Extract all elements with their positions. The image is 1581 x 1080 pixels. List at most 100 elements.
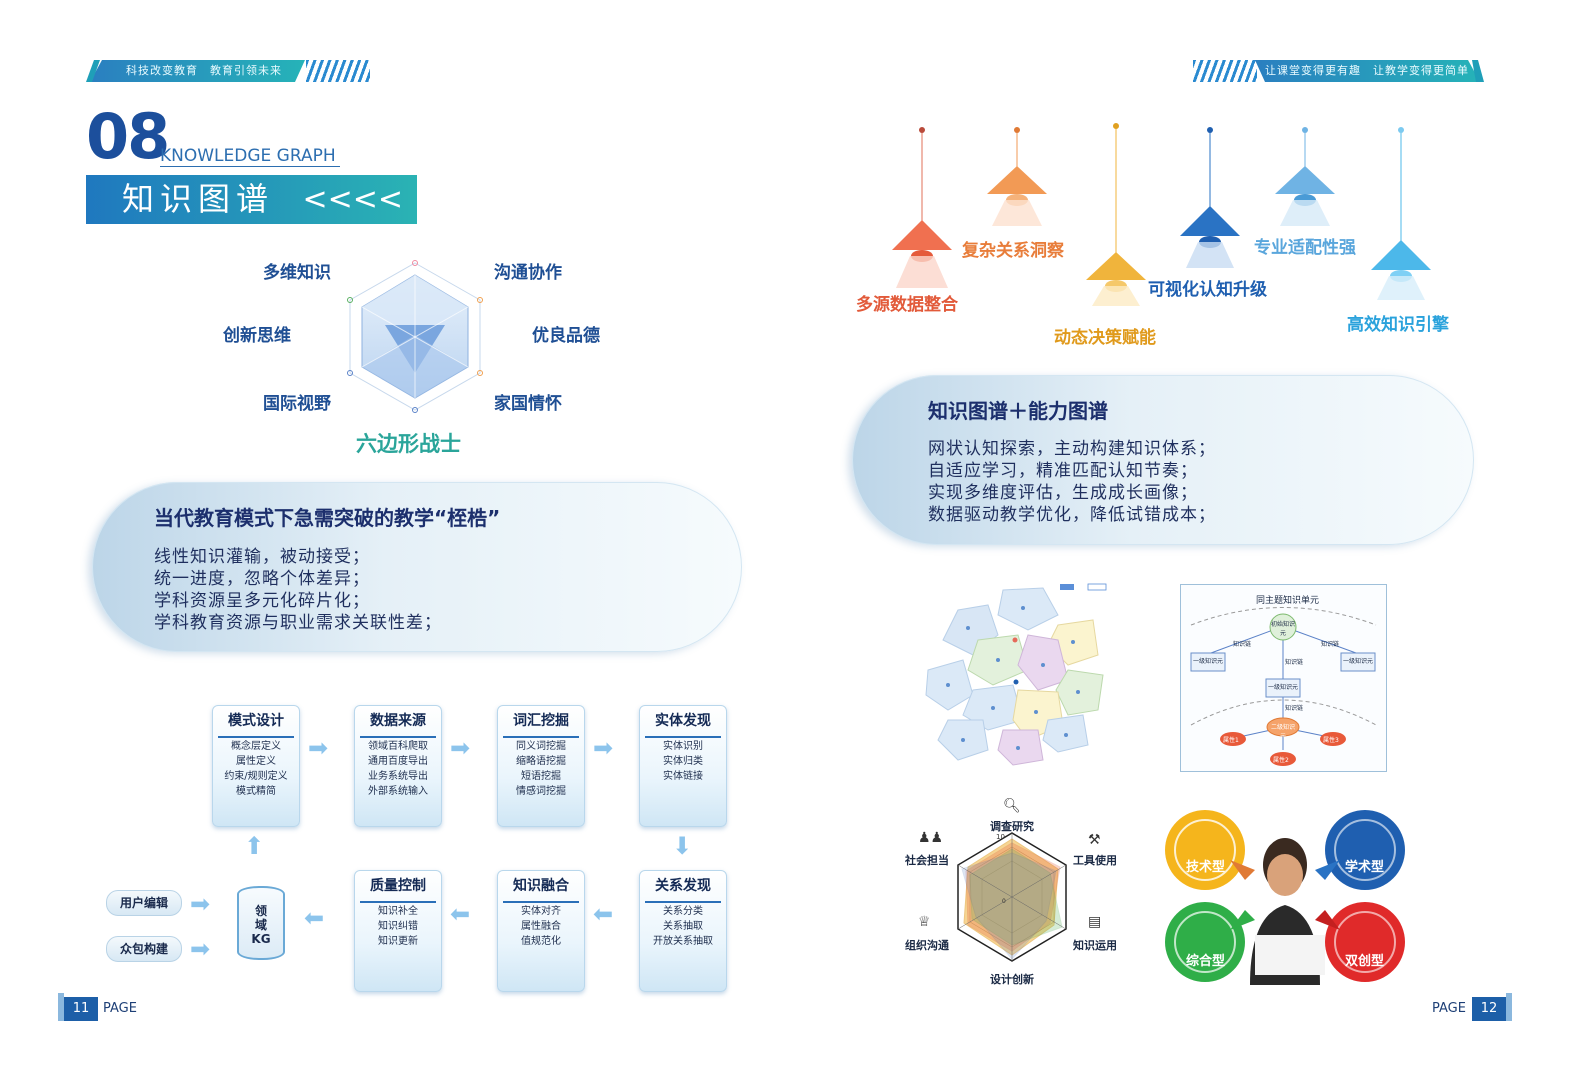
flow-box-title: 实体发现 bbox=[645, 706, 721, 738]
flow-box-line: 通用百度导出 bbox=[368, 756, 428, 767]
hex-label-1: 多维知识 bbox=[263, 263, 331, 283]
lamp-label-1: 多源数据整合 bbox=[856, 295, 958, 315]
arrow-right-icon: ➡ bbox=[190, 935, 211, 963]
arrow-down-icon: ⬇ bbox=[672, 832, 693, 860]
ability-title: 知识图谱＋能力图谱 bbox=[928, 399, 1108, 423]
source-user-edit: 用户编辑 bbox=[106, 890, 182, 916]
kg-node-l1-right: 一级知识元 bbox=[1342, 658, 1373, 665]
kg-node-l1-center: 一级知识元 bbox=[1267, 684, 1298, 691]
radar-scale-max: 10 bbox=[996, 833, 1005, 841]
kg-link: 知识链 bbox=[1285, 659, 1304, 666]
lamp-label-5: 专业适配性强 bbox=[1254, 238, 1356, 258]
flow-box-line: 情感词挖掘 bbox=[516, 786, 566, 797]
header-slogan-right: 让课堂变得更有趣 让教学变得更简单 bbox=[1265, 64, 1469, 77]
hex-label-4: 优良品德 bbox=[532, 326, 600, 346]
header-slogan-left: 科技改变教育 教育引领未来 bbox=[126, 64, 282, 77]
hex-label-3: 创新思维 bbox=[223, 326, 291, 346]
flow-box-title: 知识融合 bbox=[503, 871, 579, 903]
arrow-right-icon: ➡ bbox=[450, 734, 471, 762]
section-number: 08 bbox=[86, 100, 170, 173]
flow-box-schema-design: 模式设计 概念层定义 属性定义 约束/规则定义 模式精简 bbox=[212, 705, 300, 827]
problem-line-3: 学科资源呈多元化碎片化； bbox=[154, 591, 370, 611]
hex-label-6: 家国情怀 bbox=[494, 394, 562, 414]
kg-node-l1-left: 一级知识元 bbox=[1192, 658, 1223, 665]
ability-line-1: 网状认知探索，主动构建知识体系； bbox=[928, 439, 1216, 459]
flow-box-line: 外部系统输入 bbox=[368, 786, 428, 797]
flow-box-line: 关系分类 bbox=[663, 906, 703, 917]
arrow-right-icon: ➡ bbox=[190, 890, 211, 918]
knowledge-unit-diagram: 同主题知识单元 初始知识元 一级知识元 一级知识元 一级知识元 二级知识元 属性… bbox=[1180, 584, 1387, 772]
flow-box-title: 质量控制 bbox=[360, 871, 436, 903]
page-label-right: PAGE bbox=[1432, 1001, 1466, 1016]
radar-label-5: 组织沟通 bbox=[905, 939, 949, 952]
header-bar-right: 让课堂变得更有趣 让教学变得更简单 bbox=[1255, 60, 1480, 82]
knowledge-network-graph bbox=[925, 583, 1107, 766]
flow-box-line: 实体归类 bbox=[663, 756, 703, 767]
problem-title: 当代教育模式下急需突破的教学“桎梏” bbox=[154, 506, 501, 530]
talent-types-graphic bbox=[1165, 810, 1405, 985]
flow-box-title: 关系发现 bbox=[645, 871, 721, 903]
problem-box bbox=[92, 482, 742, 652]
page-accent-left bbox=[58, 993, 64, 1021]
ability-line-2: 自适应学习，精准匹配认知节奏； bbox=[928, 461, 1198, 481]
flow-box-title: 数据来源 bbox=[360, 706, 436, 738]
people-icon: ♟♟ bbox=[918, 830, 944, 846]
flow-box-line: 属性融合 bbox=[521, 921, 561, 932]
flow-box-line: 领域百科爬取 bbox=[368, 741, 428, 752]
section-title-bar: 知识图谱 <<<< bbox=[86, 175, 417, 224]
kg-text: 领 bbox=[254, 904, 267, 918]
flow-box-line: 实体链接 bbox=[663, 771, 703, 782]
domain-kg-database: 领 域 KG bbox=[237, 886, 285, 960]
ability-box bbox=[852, 375, 1474, 545]
flow-box-title: 模式设计 bbox=[218, 706, 294, 738]
kg-link: 知识链 bbox=[1233, 641, 1252, 648]
flow-box-line: 短语挖掘 bbox=[521, 771, 561, 782]
lamps-graphic bbox=[892, 123, 1431, 306]
flow-box-entity-discovery: 实体发现 实体识别 实体归类 实体链接 bbox=[639, 705, 727, 827]
arrow-up-icon: ⬆ bbox=[244, 832, 265, 860]
section-english-title: KNOWLEDGE GRAPH bbox=[160, 146, 340, 167]
flow-box-line: 实体识别 bbox=[663, 741, 703, 752]
flow-box-line: 业务系统导出 bbox=[368, 771, 428, 782]
page-accent-right bbox=[1506, 993, 1512, 1021]
radar-scale-min: 0 bbox=[1002, 898, 1006, 905]
flow-box-line: 值规范化 bbox=[521, 936, 561, 947]
knowledge-unit-lines bbox=[1190, 607, 1377, 766]
flow-box-knowledge-fusion: 知识融合 实体对齐 属性融合 值规范化 bbox=[497, 870, 585, 992]
flow-box-line: 缩略语挖掘 bbox=[516, 756, 566, 767]
page-number-left: 11 bbox=[64, 997, 98, 1021]
kg-link: 知识链 bbox=[1321, 641, 1340, 648]
kg-link: 知识链 bbox=[1285, 705, 1304, 712]
radar-label-6: 社会担当 bbox=[905, 854, 949, 867]
kg-attr-2: 属性2 bbox=[1273, 757, 1289, 764]
kg-attr-1: 属性1 bbox=[1223, 737, 1239, 744]
hexagon-title: 六边形战士 bbox=[356, 432, 461, 456]
lamp-label-4: 可视化认知升级 bbox=[1148, 280, 1267, 300]
radar-label-4: 设计创新 bbox=[990, 973, 1034, 986]
talent-type-academic: 学术型 bbox=[1345, 860, 1385, 875]
lamp-label-2: 复杂关系洞察 bbox=[962, 241, 1064, 261]
radar-label-1: 调查研究 bbox=[990, 820, 1034, 833]
flow-box-relation-discovery: 关系发现 关系分类 关系抽取 开放关系抽取 bbox=[639, 870, 727, 992]
header-stripes-left bbox=[306, 60, 370, 82]
problem-line-4: 学科教育资源与职业需求关联性差； bbox=[154, 613, 442, 633]
kg-attr-3: 属性3 bbox=[1323, 737, 1339, 744]
header-stripes-right bbox=[1193, 60, 1257, 82]
talent-type-innovation: 双创型 bbox=[1345, 954, 1385, 969]
arrow-right-icon: ➡ bbox=[593, 734, 614, 762]
ability-line-3: 实现多维度评估，生成成长画像； bbox=[928, 483, 1198, 503]
flow-box-line: 约束/规则定义 bbox=[224, 771, 288, 782]
problem-line-1: 线性知识灌输，被动接受； bbox=[154, 547, 370, 567]
flow-box-title: 词汇挖掘 bbox=[503, 706, 579, 738]
tools-icon: ⚒ bbox=[1088, 832, 1101, 848]
flow-box-line: 知识补全 bbox=[378, 906, 418, 917]
chevrons-icon: <<<< bbox=[302, 182, 403, 217]
flow-box-line: 同义词挖掘 bbox=[516, 741, 566, 752]
flow-box-line: 属性定义 bbox=[236, 756, 276, 767]
talent-type-tech: 技术型 bbox=[1186, 860, 1226, 875]
arrow-left-icon: ⬅ bbox=[593, 900, 614, 928]
trophy-icon: ♕ bbox=[918, 914, 931, 930]
radar-label-3: 知识运用 bbox=[1073, 939, 1117, 952]
arrow-left-icon: ⬅ bbox=[450, 900, 471, 928]
header-bar-left: 科技改变教育 教育引领未来 bbox=[90, 60, 305, 82]
